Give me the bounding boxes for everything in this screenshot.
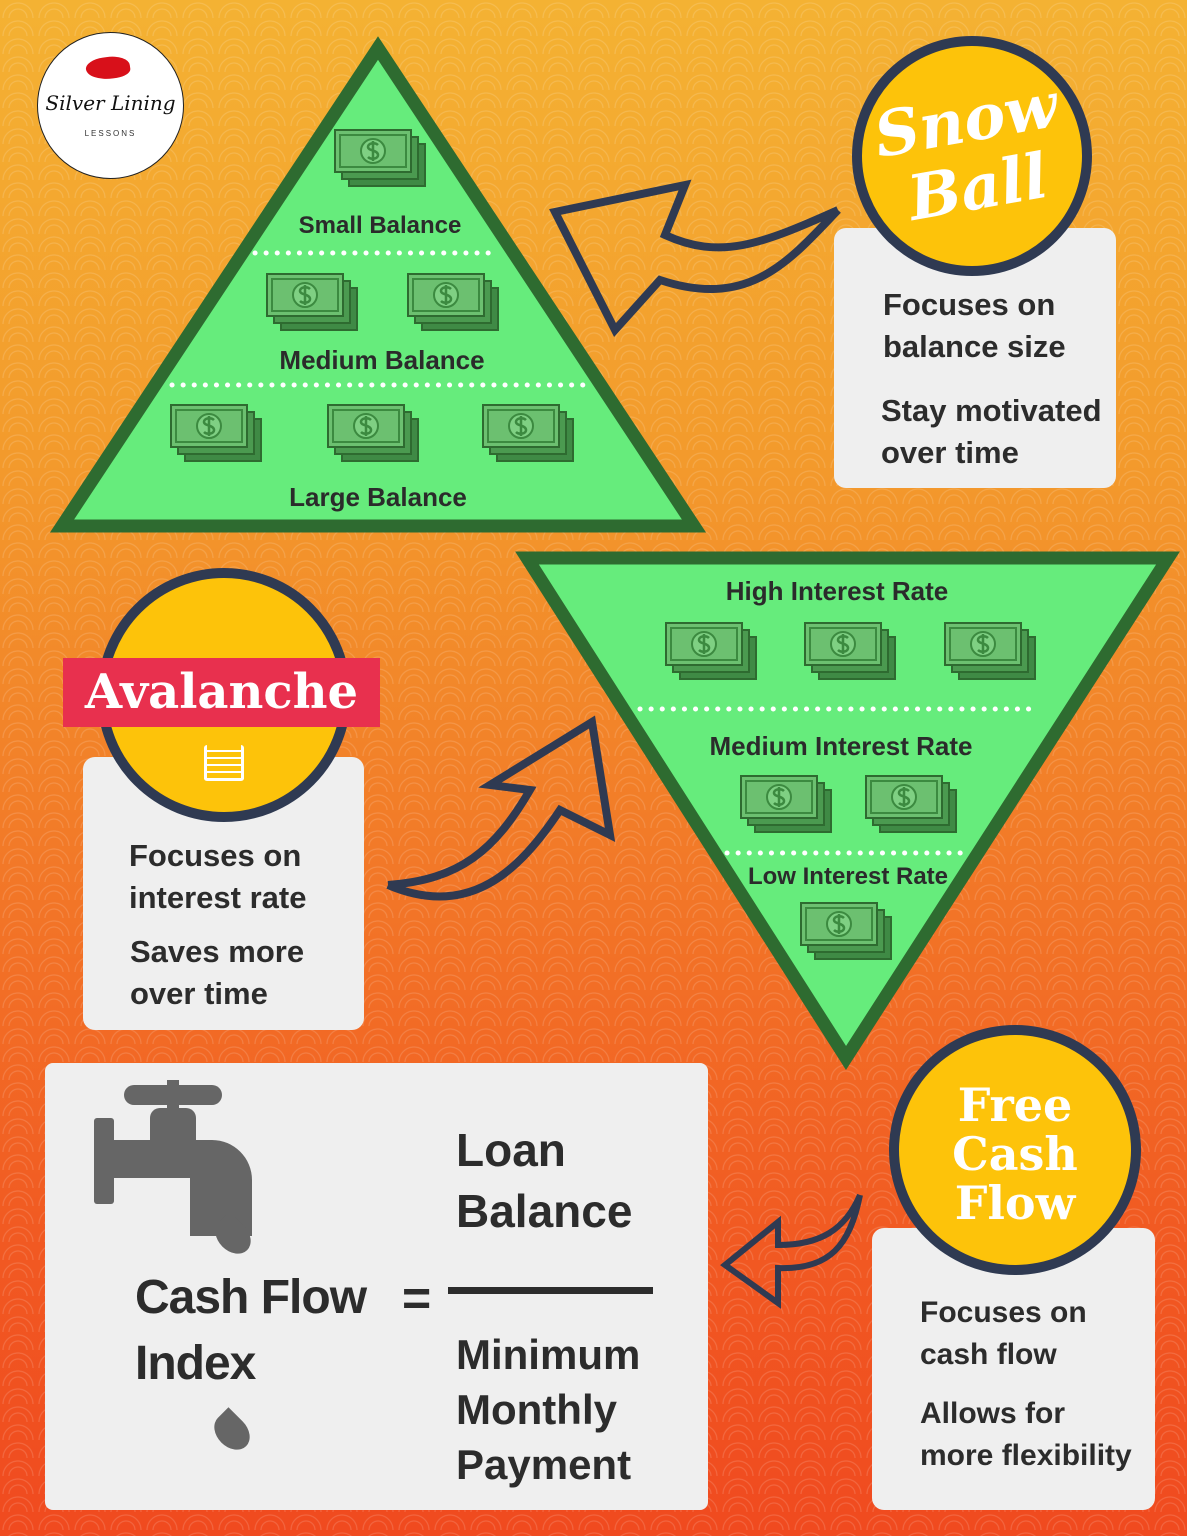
- freecashflow-desc: Focuses on cash flow: [920, 1292, 1087, 1376]
- logo-brand: Silver Lining: [45, 91, 176, 115]
- text-line: Payment: [456, 1441, 632, 1488]
- avalanche-pyramid: [515, 551, 1180, 1071]
- money-stack-icon: [406, 272, 500, 332]
- formula-lhs: Cash Flow Index: [135, 1265, 367, 1397]
- tier-label: Low Interest Rate: [747, 863, 949, 890]
- money-stack-icon: [943, 621, 1037, 681]
- tier-label: High Interest Rate: [725, 576, 949, 606]
- avalanche-banner: Avalanche: [63, 658, 380, 727]
- snowball-desc: Focuses on balance size: [883, 284, 1066, 368]
- text-line: Allows for: [920, 1397, 1066, 1430]
- bird-icon: [84, 54, 132, 82]
- tier-label: Small Balance: [298, 212, 462, 239]
- tier-label: Medium Interest Rate: [709, 731, 973, 761]
- curved-arrow-icon: [549, 179, 841, 338]
- snowball-title: Snow Ball: [868, 68, 1064, 236]
- formula-numerator: Loan Balance: [456, 1120, 632, 1242]
- money-stack-icon: [265, 272, 359, 332]
- freecashflow-card: [872, 1228, 1155, 1510]
- coins-icon: [204, 745, 244, 781]
- text-line: interest rate: [129, 880, 307, 915]
- text-line: over time: [881, 435, 1019, 470]
- money-stack-icon: [664, 621, 758, 681]
- snowball-circle: Snow Ball: [852, 36, 1092, 276]
- freecashflow-title: Free Cash Flow: [899, 1081, 1131, 1228]
- formula-equals: =: [402, 1270, 432, 1326]
- money-stack-icon: [864, 774, 958, 834]
- money-stack-icon: [333, 128, 427, 188]
- money-stack-icon: [481, 403, 575, 463]
- money-stack-icon: [799, 901, 893, 961]
- text-line: Saves more: [130, 934, 305, 969]
- avalanche-benefit: Saves more over time: [130, 931, 304, 1015]
- money-stack-icon: [169, 403, 263, 463]
- text-line: Cash Flow: [135, 1271, 367, 1324]
- text-line: Minimum: [456, 1331, 641, 1378]
- tier-label: Medium Balance: [279, 345, 485, 375]
- text-line: balance size: [883, 329, 1066, 364]
- money-stack-icon: [739, 774, 833, 834]
- text-line: Stay motivated: [881, 393, 1102, 428]
- formula-denominator: Minimum Monthly Payment: [456, 1327, 640, 1492]
- text-line: Focuses on: [920, 1296, 1087, 1329]
- avalanche-title: Avalanche: [84, 664, 359, 720]
- logo: Silver Lining LESSONS: [37, 32, 184, 179]
- text-line: Flow: [954, 1176, 1076, 1230]
- freecashflow-benefit: Allows for more flexibility: [920, 1393, 1132, 1477]
- text-line: Free: [957, 1078, 1073, 1132]
- text-line: Focuses on: [883, 287, 1056, 322]
- text-line: Index: [135, 1337, 256, 1390]
- snowball-benefit: Stay motivated over time: [881, 390, 1102, 474]
- text-line: Loan: [456, 1124, 566, 1176]
- text-line: Focuses on: [129, 838, 302, 873]
- text-line: over time: [130, 976, 268, 1011]
- money-stack-icon: [326, 403, 420, 463]
- curved-arrow-icon: [720, 1193, 863, 1309]
- text-line: Cash: [952, 1127, 1078, 1181]
- tier-label: Large Balance: [289, 482, 467, 512]
- fraction-bar: [448, 1287, 653, 1294]
- text-line: more flexibility: [920, 1439, 1132, 1472]
- text-line: cash flow: [920, 1338, 1057, 1371]
- text-line: Monthly: [456, 1386, 617, 1433]
- freecashflow-circle: Free Cash Flow: [889, 1025, 1141, 1275]
- money-stack-icon: [803, 621, 897, 681]
- avalanche-desc: Focuses on interest rate: [129, 835, 306, 919]
- logo-sub: LESSONS: [84, 129, 137, 138]
- text-line: Balance: [456, 1185, 633, 1237]
- curved-arrow-icon: [386, 715, 616, 901]
